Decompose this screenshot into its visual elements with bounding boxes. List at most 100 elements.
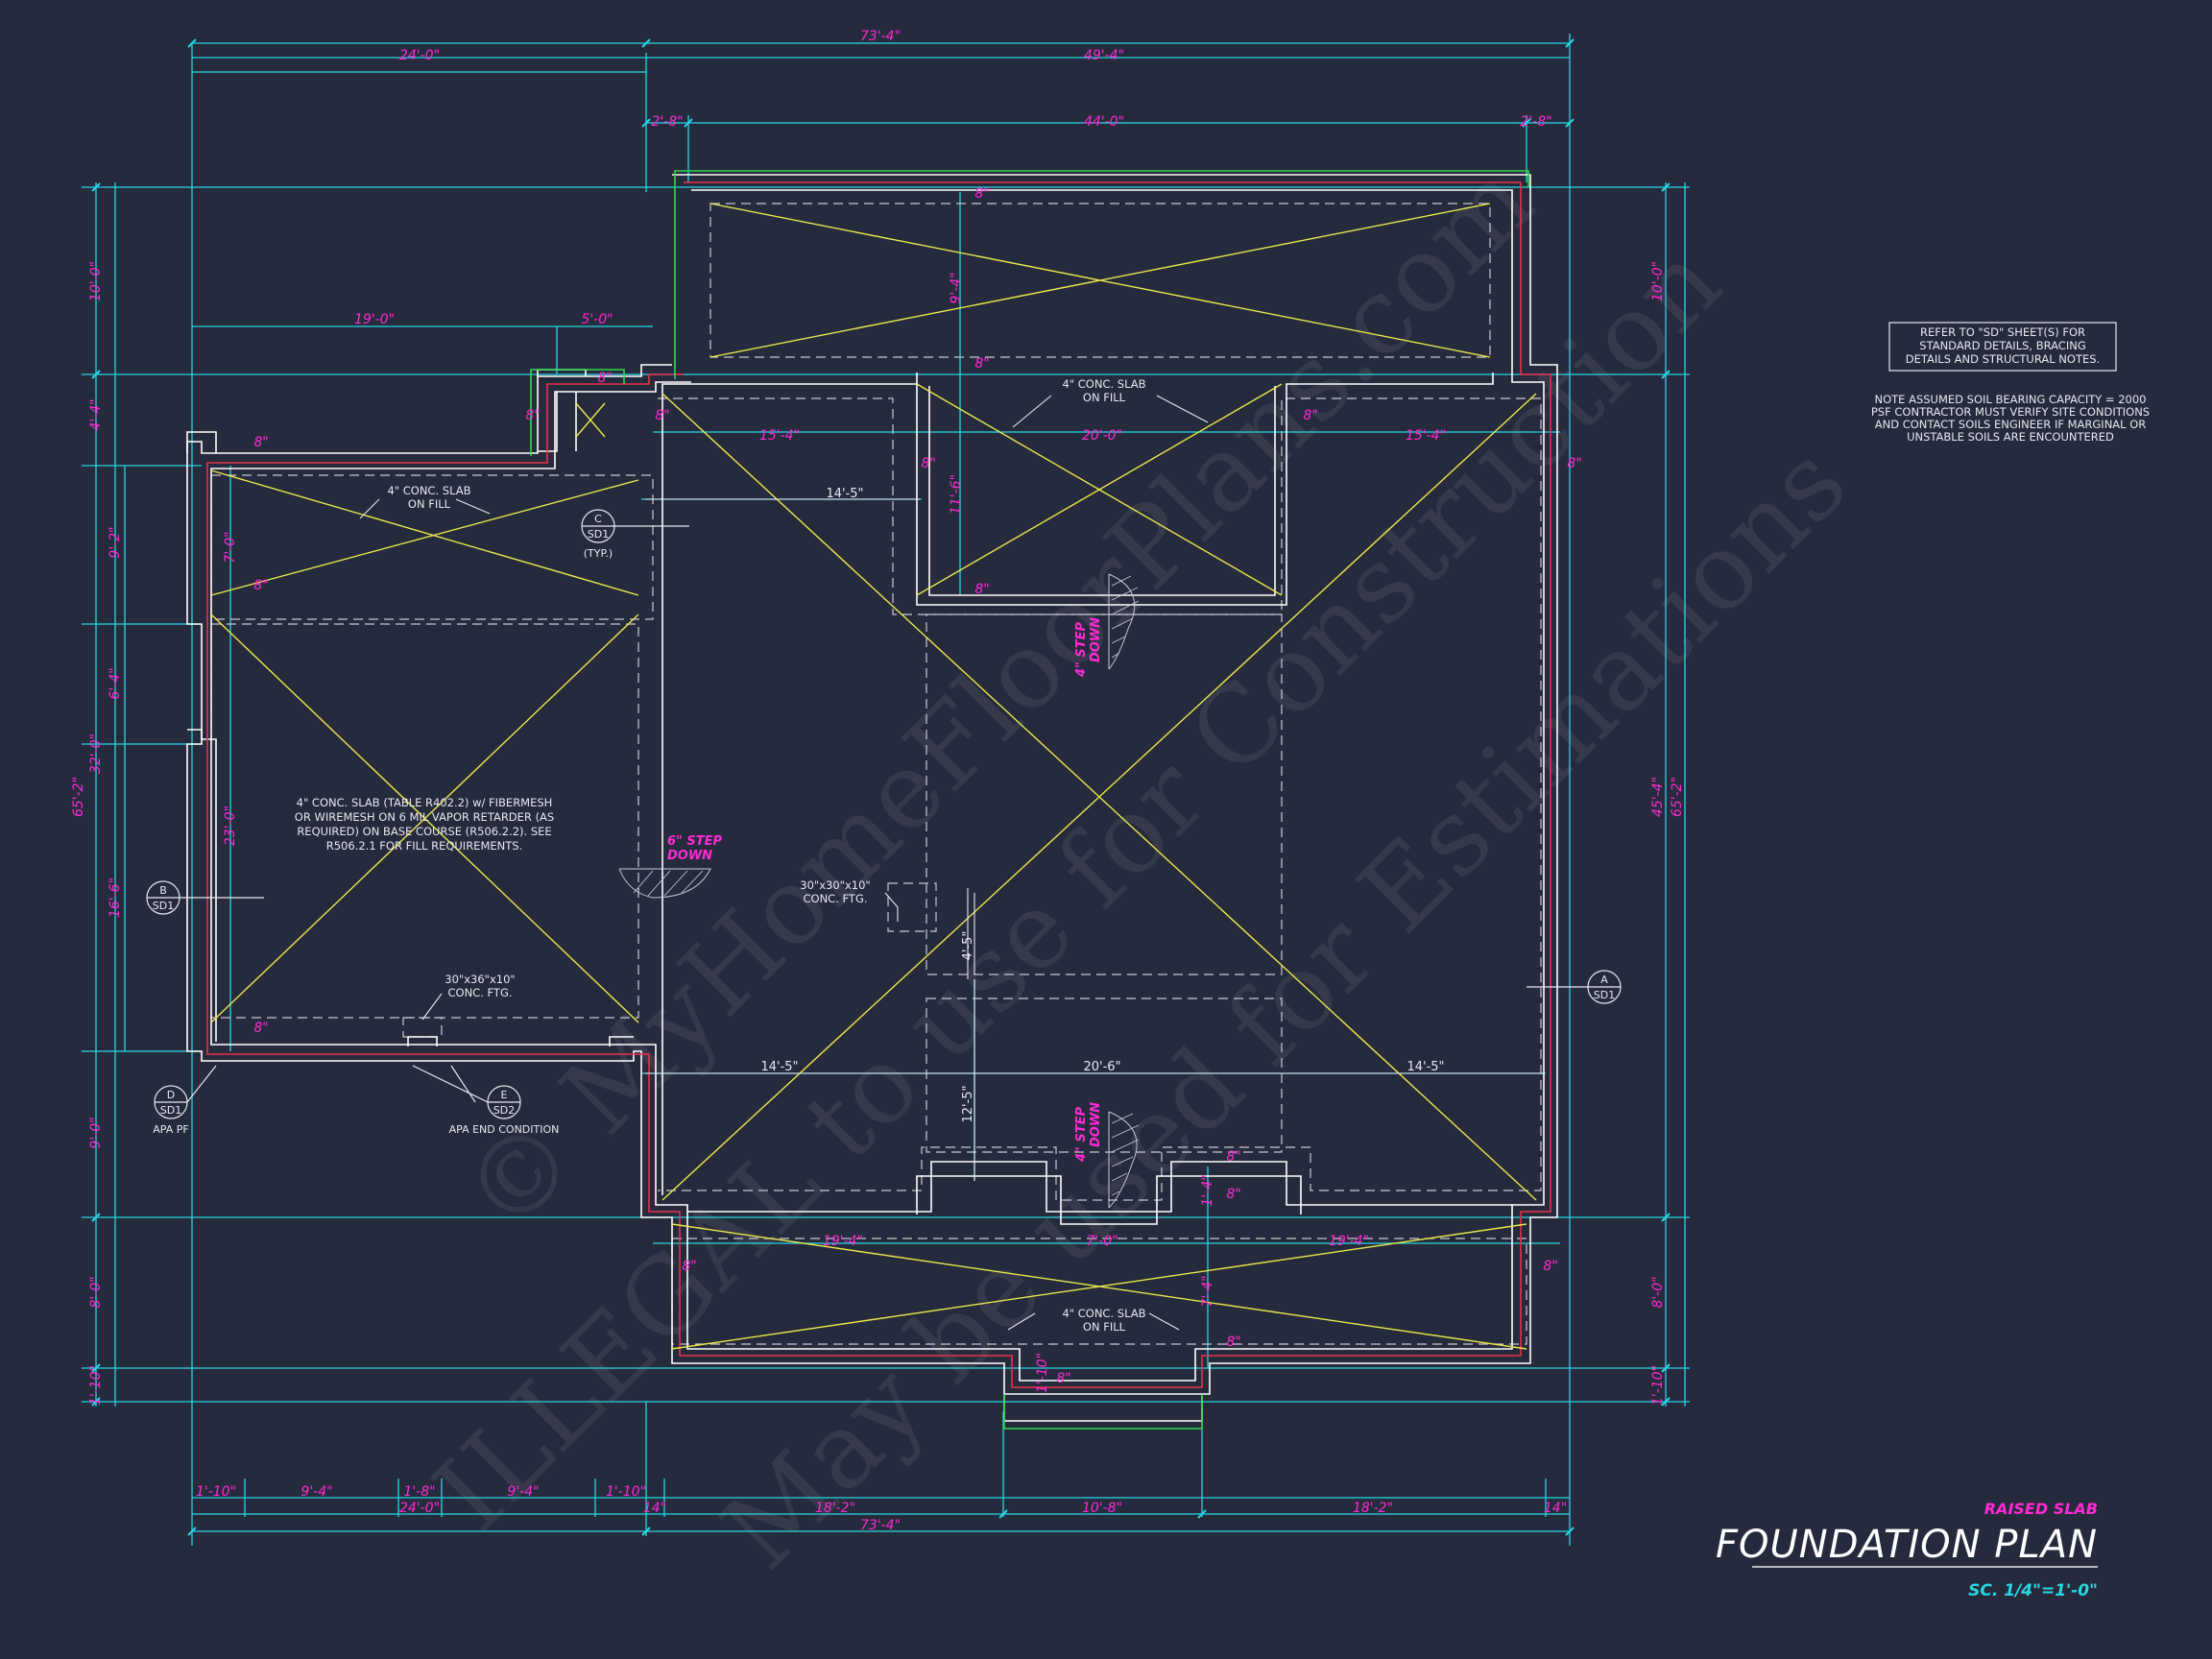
- tag-c-sheet: SD1: [588, 528, 609, 541]
- dim-rear-11-6: 11'-6": [949, 474, 964, 515]
- note-slab-rear-1: 4" CONC. SLAB: [1062, 377, 1145, 391]
- dim-bot-9-4-b: 9'-4": [507, 1484, 539, 1500]
- dim-right-1-10: 1'-10": [1650, 1365, 1666, 1406]
- note-ftg-30-2: CONC. FTG.: [803, 892, 867, 905]
- dim-bot-18-2-b: 18'-2": [1353, 1501, 1393, 1516]
- dim-8-d: 8": [597, 371, 612, 386]
- dim-left-1-10: 1'-10": [88, 1365, 104, 1406]
- dim-mid-19: 19'-0": [354, 312, 395, 327]
- dim-8-g: 8": [974, 186, 989, 202]
- dim-8-o: 8": [1226, 1149, 1240, 1165]
- title-main: FOUNDATION PLAN: [1716, 1523, 2098, 1567]
- dim-front-1-10: 1'-10": [1035, 1353, 1050, 1393]
- note-slab-rear-2: ON FILL: [1083, 391, 1126, 404]
- dim-8-a: 8": [253, 435, 268, 450]
- note-garage-3: REQUIRED) ON BASE COURSE (R506.2.2). SEE: [297, 825, 551, 838]
- dim-left-10: 10'-0": [88, 261, 104, 301]
- dim-left-9-0: 9'-0": [88, 1117, 104, 1148]
- plan-notes: 4" CONC. SLAB ON FILL 4" CONC. SLAB ON F…: [295, 377, 1146, 1334]
- dim-bot-14-b: 14": [1544, 1501, 1567, 1516]
- dim-8-l: 8": [1567, 456, 1581, 471]
- dim-w-14-5-b: 14'-5": [760, 1060, 798, 1074]
- interior-dim-lines: [645, 498, 1544, 1181]
- dim-right-45-4: 45'-4": [1650, 777, 1666, 817]
- dim-w-14-5-c: 14'-5": [1407, 1060, 1444, 1074]
- tag-a-letter: A: [1600, 974, 1608, 986]
- dim-garage-23-0: 23'-0": [223, 805, 238, 846]
- foundation-walls: [186, 174, 1558, 1422]
- section-tags: [146, 509, 1622, 1119]
- dim-8-n: 8": [1543, 1259, 1557, 1274]
- inner-perimeter: [210, 189, 1545, 1382]
- dim-bot-10-8: 10'-8": [1082, 1501, 1122, 1516]
- dim-w-4-5: 4'-5": [961, 931, 975, 961]
- dim-bot-1-10-b: 1'-10": [606, 1484, 646, 1500]
- title-subtitle: RAISED SLAB: [1984, 1500, 2098, 1518]
- dim-right-8-0: 8'-0": [1650, 1276, 1666, 1308]
- dim-row-20-0: 20'-0": [1082, 428, 1122, 444]
- dim-front-19-4-a: 19'-4": [823, 1234, 863, 1249]
- note-step-6-1: 6" STEP: [667, 834, 722, 849]
- tag-e-letter: E: [501, 1089, 508, 1101]
- dim-top-rear-right: 2'-8": [1520, 114, 1551, 130]
- dim-bot-14-a: 14": [643, 1501, 666, 1516]
- interior-dimension-labels: 14'-5" 14'-5" 20'-6" 14'-5" 4'-5" 12'-5": [760, 487, 1444, 1123]
- dim-bot-1-10-a: 1'-10": [196, 1484, 236, 1500]
- note-garage-1: 4" CONC. SLAB (TABLE R402.2) w/ FIBERMES…: [297, 796, 553, 809]
- dim-w-20-6: 20'-6": [1083, 1060, 1120, 1074]
- tag-c-letter: C: [594, 513, 602, 525]
- note-step-4-bot-1: 4" STEP: [1074, 1107, 1089, 1163]
- dim-left-9-2: 9'-2": [108, 526, 123, 558]
- dim-8-c: 8": [253, 1021, 268, 1036]
- tag-e-label: APA END CONDITION: [449, 1123, 560, 1136]
- general-notes: REFER TO "SD" SHEET(S) FOR STANDARD DETA…: [1871, 322, 2150, 444]
- note-slab-left-2: ON FILL: [408, 497, 451, 511]
- note-ftg-36-2: CONC. FTG.: [447, 986, 512, 999]
- watermark-line1: © MyHomeFloorPlans.com: [440, 139, 1556, 1256]
- tag-d-label: APA PF: [153, 1123, 188, 1136]
- dim-right-65-2: 65'-2": [1670, 777, 1685, 817]
- section-tag-text: C SD1 (TYP.) B SD1 D SD1 APA PF E SD2 AP…: [153, 513, 1615, 1136]
- note-leaders: [359, 395, 1209, 1331]
- dim-top-overall: 73'-4": [860, 29, 901, 44]
- tag-c-label: (TYP.): [584, 547, 613, 560]
- dim-bot-overall: 73'-4": [860, 1518, 901, 1533]
- note-slab-front-2: ON FILL: [1083, 1320, 1126, 1334]
- step-hatches: [618, 573, 1140, 1209]
- title-block: RAISED SLAB FOUNDATION PLAN SC. 1/4"=1'-…: [1716, 1500, 2098, 1600]
- dim-8-h: 8": [974, 356, 989, 372]
- refer-line-2: STANDARD DETAILS, BRACING: [1919, 339, 2085, 352]
- dim-8-q: 8": [1226, 1334, 1240, 1350]
- dim-mid-5: 5'-0": [581, 312, 613, 327]
- slab-diagonals: [210, 203, 1537, 1350]
- refer-line-1: REFER TO "SD" SHEET(S) FOR: [1920, 325, 2085, 339]
- dim-left-8-0: 8'-0": [88, 1276, 104, 1308]
- soil-line-2: PSF CONTRACTOR MUST VERIFY SITE CONDITIO…: [1871, 405, 2150, 419]
- refer-box: [1888, 322, 2117, 372]
- note-step-4-top-1: 4" STEP: [1074, 622, 1089, 678]
- dim-top-left: 24'-0": [399, 48, 440, 63]
- wall-inner-red: [206, 181, 1551, 1388]
- title-scale: SC. 1/4"=1'-0": [1968, 1581, 2098, 1600]
- note-garage-4: R506.2.1 FOR FILL REQUIREMENTS.: [326, 839, 522, 853]
- refer-line-3: DETAILS AND STRUCTURAL NOTES.: [1906, 352, 2100, 366]
- dim-top-rear-mid: 44'-0": [1084, 114, 1124, 130]
- soil-line-4: UNSTABLE SOILS ARE ENCOUNTERED: [1907, 430, 2114, 444]
- dimension-labels: 73'-4" 24'-0" 49'-4" 2'-8" 44'-0" 2'-8" …: [71, 29, 1685, 1533]
- note-ftg-36-1: 30"x36"x10": [445, 973, 515, 986]
- dim-right-10: 10'-0": [1650, 261, 1666, 301]
- dim-8-i: 8": [921, 456, 935, 471]
- note-slab-front-1: 4" CONC. SLAB: [1062, 1307, 1145, 1320]
- dim-rear-9-4: 9'-4": [949, 272, 964, 303]
- dim-left-6-4: 6'-4": [108, 667, 123, 699]
- tag-d-letter: D: [167, 1089, 175, 1101]
- outer-perimeter: [186, 174, 1558, 1395]
- dim-front-7-4: 7'-4": [1200, 1275, 1215, 1307]
- dim-bot-1-8: 1'-8": [403, 1484, 435, 1500]
- dim-left-65-2: 65'-2": [71, 777, 86, 817]
- dim-8-p: 8": [1226, 1187, 1240, 1202]
- dim-w-12-5: 12'-5": [961, 1085, 975, 1122]
- note-step-6-2: DOWN: [667, 849, 712, 863]
- soil-line-1: NOTE ASSUMED SOIL BEARING CAPACITY = 200…: [1874, 393, 2146, 406]
